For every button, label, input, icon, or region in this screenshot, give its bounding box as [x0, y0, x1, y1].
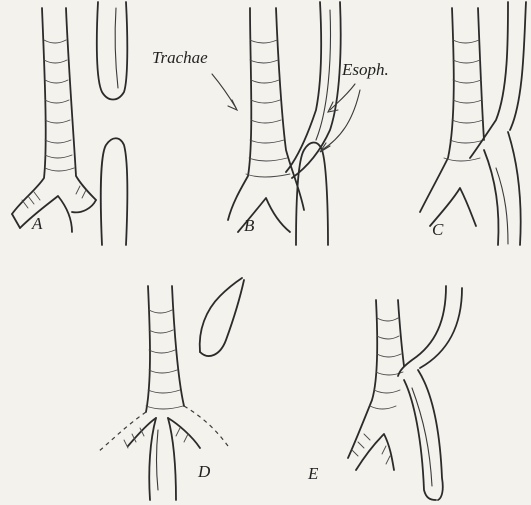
panel-e-esophagus [398, 286, 462, 500]
panel-b-drawing [212, 2, 360, 245]
panel-e-trachea [348, 300, 404, 470]
panel-b-trachea [228, 8, 304, 232]
panel-a-drawing [12, 2, 127, 245]
panel-letter-e: E [308, 464, 318, 484]
panel-d-esophagus [149, 278, 244, 500]
panel-letter-a: A [32, 214, 42, 234]
panel-a-esophagus [97, 2, 128, 245]
panel-c-drawing [420, 2, 526, 245]
panel-letter-c: C [432, 220, 443, 240]
panel-a-trachea [12, 8, 96, 232]
panel-b-esophagus [286, 2, 341, 245]
esophagus-label: Esoph. [342, 60, 389, 80]
panel-c-trachea [420, 8, 484, 226]
panel-letter-d: D [198, 462, 210, 482]
panel-e-drawing [348, 286, 462, 500]
panel-letter-b: B [244, 216, 254, 236]
panel-d-drawing [98, 278, 244, 500]
trachea-label: Trachae [152, 48, 208, 68]
